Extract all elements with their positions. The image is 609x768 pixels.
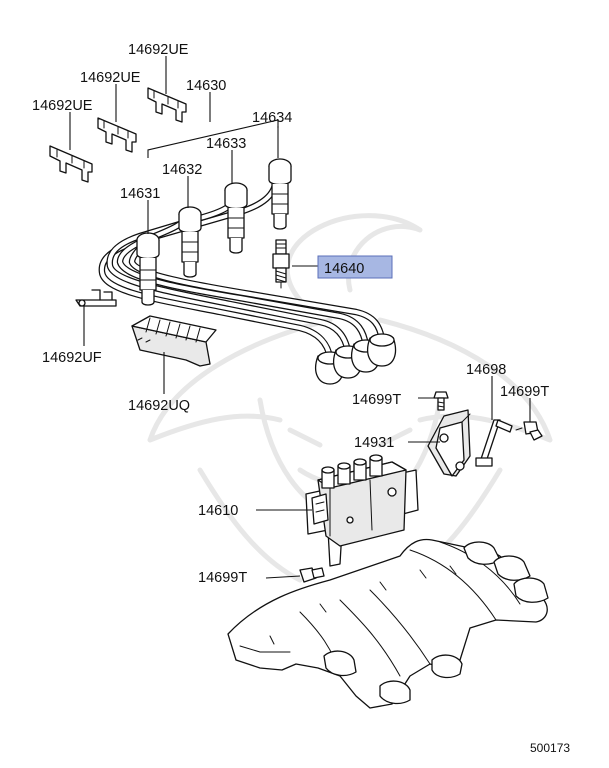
label-14692ue-left[interactable]: 14692UE <box>32 98 93 114</box>
label-14610[interactable]: 14610 <box>198 503 238 519</box>
label-14633[interactable]: 14633 <box>206 136 246 152</box>
clamp-14692uf[interactable] <box>75 289 117 307</box>
coil-bracket-14931[interactable] <box>427 409 471 477</box>
coil-boot-ends <box>315 333 397 385</box>
plug-boot-4 <box>268 158 292 230</box>
label-14699t-lower[interactable]: 14699T <box>198 570 247 586</box>
clamp-14692ue-left[interactable] <box>49 145 93 183</box>
label-14692ue-mid[interactable]: 14692UE <box>80 70 141 86</box>
plug-boot-2 <box>178 206 202 278</box>
label-14698[interactable]: 14698 <box>466 362 506 378</box>
label-14692ue-top[interactable]: 14692UE <box>128 42 189 58</box>
label-14631[interactable]: 14631 <box>120 186 160 202</box>
label-14699t-upper[interactable]: 14699T <box>352 392 401 408</box>
plug-boot-1 <box>136 232 160 306</box>
highlight-box-14640 <box>317 255 393 279</box>
bolt-14699t-upper[interactable] <box>433 391 449 411</box>
label-14640[interactable]: 14640 <box>324 261 364 277</box>
clamp-14692ue-top[interactable] <box>147 87 187 123</box>
label-14699t-right[interactable]: 14699T <box>500 384 549 400</box>
label-14931[interactable]: 14931 <box>354 435 394 451</box>
label-14692uq[interactable]: 14692UQ <box>128 398 190 414</box>
spark-plug-wire-set[interactable] <box>98 158 397 385</box>
bolt-14699t-right[interactable] <box>515 421 543 441</box>
plug-boot-3 <box>224 182 248 254</box>
leader-lines <box>69 56 531 579</box>
spark-plug-14640[interactable] <box>272 239 290 289</box>
label-14630[interactable]: 14630 <box>186 78 226 94</box>
label-14632[interactable]: 14632 <box>162 162 202 178</box>
intake-manifold <box>227 538 549 709</box>
wire-holder-14692uq[interactable] <box>131 315 217 367</box>
clamp-14692ue-mid[interactable] <box>97 117 137 153</box>
label-14634[interactable]: 14634 <box>252 110 292 126</box>
ignition-coil-14610[interactable] <box>305 454 419 567</box>
callout-labels: 14692UE 14692UE 14692UE 14630 14634 1463… <box>32 42 549 586</box>
label-14692uf[interactable]: 14692UF <box>42 350 102 366</box>
diagram-code: 500173 <box>530 741 570 755</box>
bracket-14698[interactable] <box>475 419 513 467</box>
bolt-14699t-lower[interactable] <box>299 567 325 583</box>
